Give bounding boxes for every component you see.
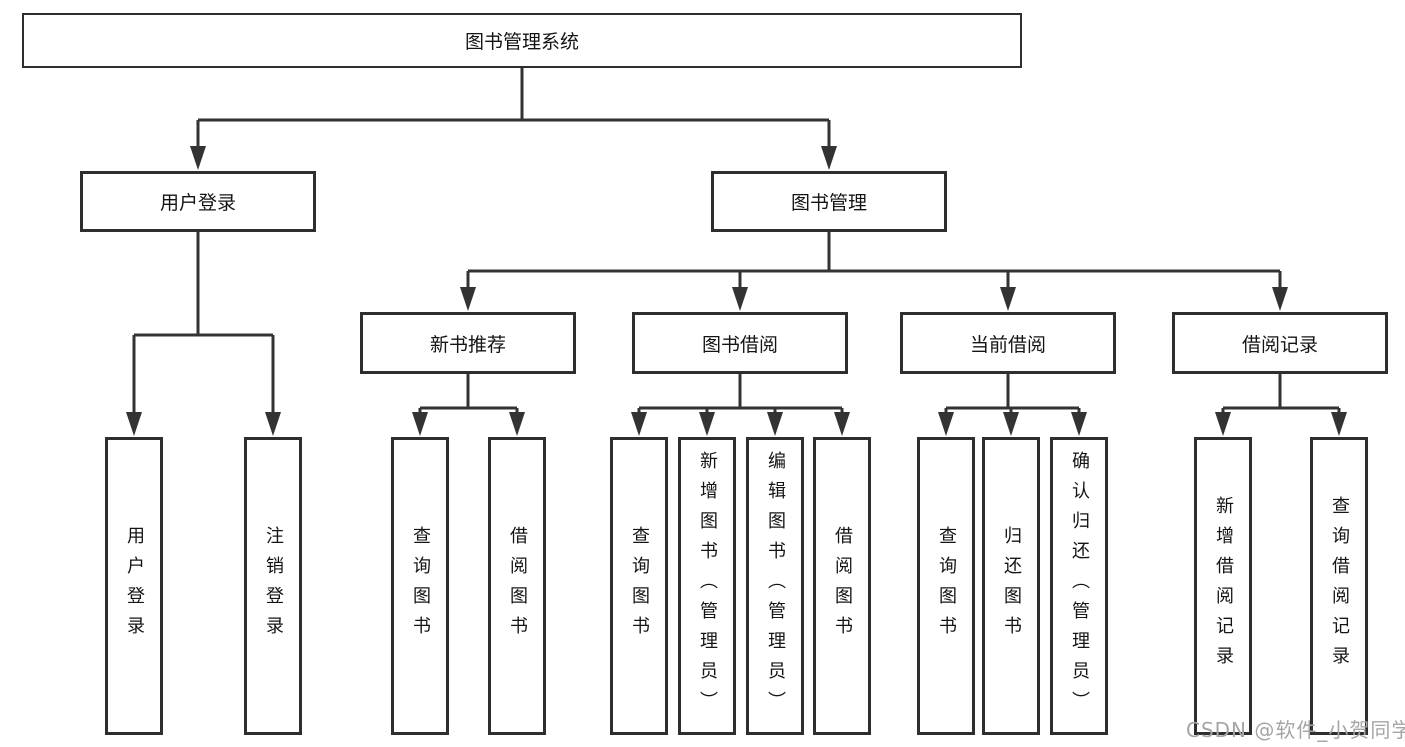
arrow-down-icon <box>699 412 715 436</box>
node-leaf-borrow-books-2: 借阅图书 <box>813 437 871 735</box>
node-borrowing-records: 借阅记录 <box>1172 312 1388 374</box>
arrow-down-icon <box>460 287 476 311</box>
node-leaf-confirm-return-admin: 确认归还（管理员） <box>1050 437 1108 735</box>
arrow-down-icon <box>1272 287 1288 311</box>
node-label: 借阅记录 <box>1241 333 1318 356</box>
arrow-down-icon <box>190 146 206 170</box>
node-leaf-edit-books-admin: 编辑图书（管理员） <box>746 437 804 735</box>
node-label: 新书推荐 <box>429 333 506 356</box>
node-label: 图书管理系统 <box>464 31 579 53</box>
node-label: 确认归还（管理员） <box>1069 451 1090 721</box>
node-label: 用户登录 <box>124 526 145 646</box>
node-book-borrowing: 图书借阅 <box>632 312 848 374</box>
arrow-down-icon <box>938 412 954 436</box>
node-leaf-return-books: 归还图书 <box>982 437 1040 735</box>
node-label: 注销登录 <box>263 526 284 646</box>
node-label: 新增借阅记录 <box>1213 496 1234 676</box>
node-leaf-user-login: 用户登录 <box>105 437 163 735</box>
arrow-down-icon <box>1071 412 1087 436</box>
node-label: 用户登录 <box>159 192 236 214</box>
arrow-down-icon <box>126 412 142 436</box>
arrow-down-icon <box>412 412 428 436</box>
node-leaf-query-books-3: 查询图书 <box>917 437 975 735</box>
node-label: 图书管理 <box>790 192 867 214</box>
node-leaf-query-books-1: 查询图书 <box>391 437 449 735</box>
node-current-borrowing: 当前借阅 <box>900 312 1116 374</box>
node-label: 新增图书（管理员） <box>697 451 718 721</box>
arrow-down-icon <box>732 287 748 311</box>
node-label: 图书借阅 <box>701 333 778 356</box>
arrow-down-icon <box>1003 412 1019 436</box>
node-user-login-branch: 用户登录 <box>80 171 316 232</box>
node-label: 借阅图书 <box>507 526 528 646</box>
arrow-down-icon <box>834 412 850 436</box>
node-leaf-add-borrow-record: 新增借阅记录 <box>1194 437 1252 735</box>
arrow-down-icon <box>821 146 837 170</box>
node-label: 归还图书 <box>1001 526 1022 646</box>
arrow-down-icon <box>265 412 281 436</box>
arrow-down-icon <box>1215 412 1231 436</box>
node-new-book-recommend: 新书推荐 <box>360 312 576 374</box>
arrow-down-icon <box>1000 287 1016 311</box>
arrow-down-icon <box>509 412 525 436</box>
node-label: 查询图书 <box>410 526 431 646</box>
arrow-down-icon <box>631 412 647 436</box>
node-label: 编辑图书（管理员） <box>765 451 786 721</box>
csdn-watermark: CSDN @软件_小贺同学 <box>1186 718 1405 742</box>
node-label: 查询借阅记录 <box>1329 496 1350 676</box>
arrow-down-icon <box>767 412 783 436</box>
node-label: 借阅图书 <box>832 526 853 646</box>
node-leaf-borrow-books-1: 借阅图书 <box>488 437 546 735</box>
node-leaf-add-books-admin: 新增图书（管理员） <box>678 437 736 735</box>
node-root-library-system: 图书管理系统 <box>22 13 1022 68</box>
node-leaf-logout: 注销登录 <box>244 437 302 735</box>
node-label: 当前借阅 <box>969 333 1046 356</box>
node-label: 查询图书 <box>629 526 650 646</box>
node-leaf-query-borrow-record: 查询借阅记录 <box>1310 437 1368 735</box>
node-leaf-query-books-2: 查询图书 <box>610 437 668 735</box>
node-label: 查询图书 <box>936 526 957 646</box>
arrow-down-icon <box>1331 412 1347 436</box>
node-book-management-branch: 图书管理 <box>711 171 947 232</box>
